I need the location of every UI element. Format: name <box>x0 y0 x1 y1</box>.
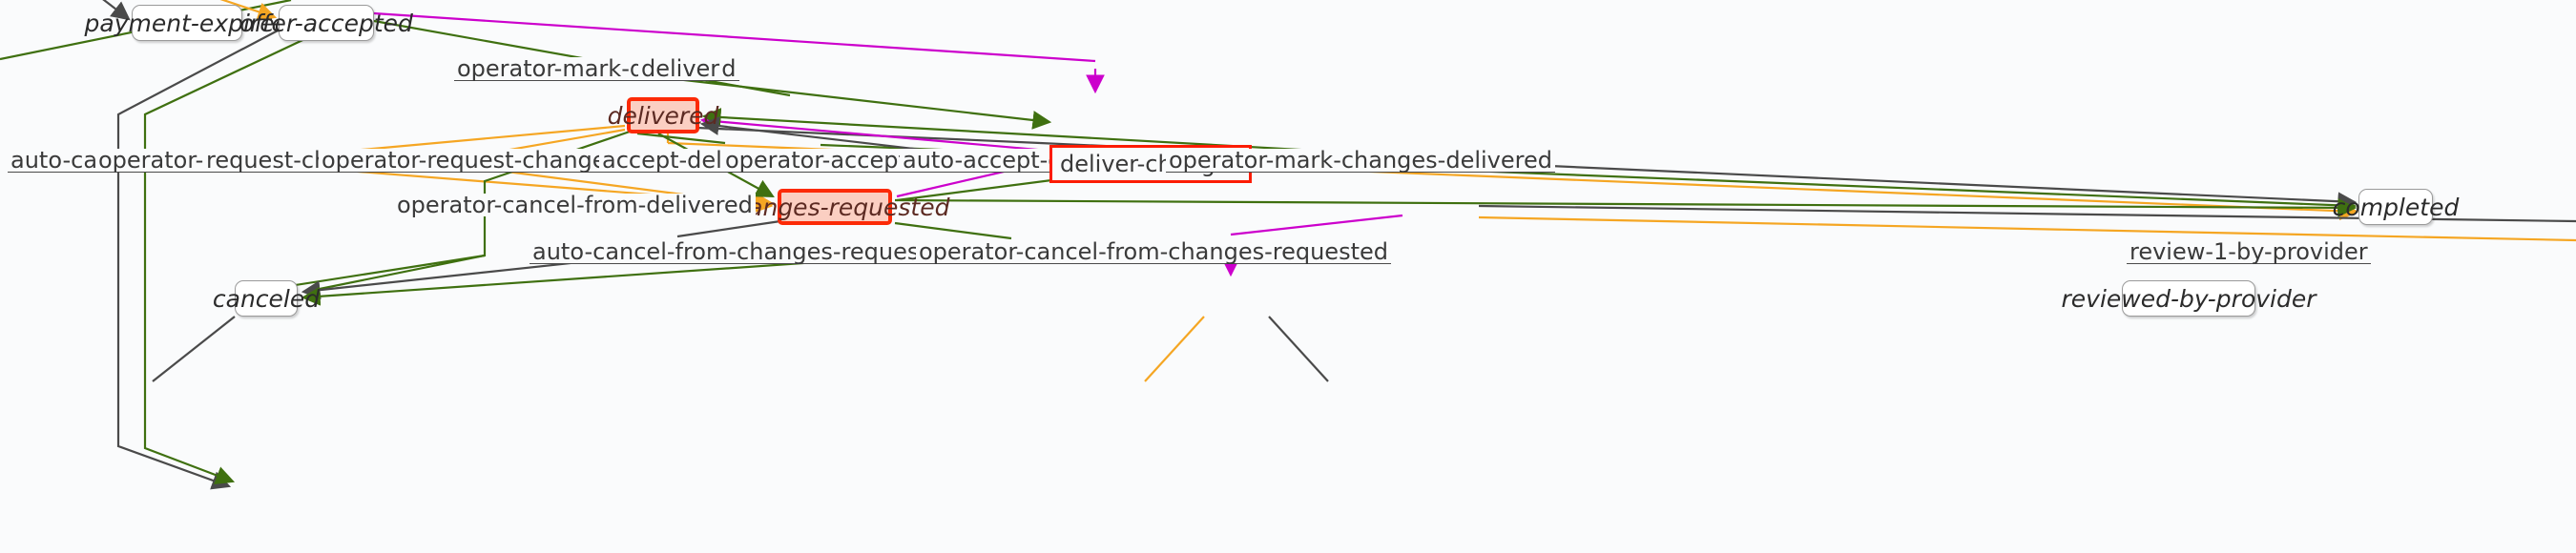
node-label: payment-expired <box>84 9 290 37</box>
node-offer-accepted[interactable]: offer-accepted <box>239 5 413 41</box>
node-label: completed <box>2332 193 2460 221</box>
node-payment-expired[interactable]: payment-expired <box>85 5 289 41</box>
node-label: canceled <box>212 284 321 313</box>
node-changes-requested[interactable]: changes-requested <box>720 189 949 225</box>
node-canceled[interactable]: canceled <box>213 280 320 317</box>
node-reviewed-by-provider[interactable]: reviewed-by-provider <box>2062 280 2316 317</box>
edge-label-review-1-by-provider[interactable]: review-1-by-provider <box>2127 240 2371 264</box>
node-completed[interactable]: completed <box>2333 189 2459 225</box>
edge-label-operator-mark-changes-delivered[interactable]: operator-mark-changes-delivered <box>1166 149 1555 173</box>
node-label: reviewed-by-provider <box>2061 284 2316 313</box>
edge-label-operator-cancel-from-delivered[interactable]: operator-cancel-from-delivered <box>394 194 756 216</box>
node-delivered[interactable]: delivered <box>608 97 718 133</box>
edge-label-operator-request-changes[interactable]: operator-request-changes <box>319 149 622 173</box>
edge-label-deliver[interactable]: deliver <box>638 57 723 81</box>
edge-label-operator-cancel-from-changes-requested[interactable]: operator-cancel-from-changes-requested <box>916 240 1391 264</box>
node-label: offer-accepted <box>239 9 413 37</box>
node-label: delivered <box>607 101 719 130</box>
edge-label-auto-cancel-from-changes-requested[interactable]: auto-cancel-from-changes-requested <box>530 240 960 264</box>
node-label: changes-requested <box>719 193 950 221</box>
